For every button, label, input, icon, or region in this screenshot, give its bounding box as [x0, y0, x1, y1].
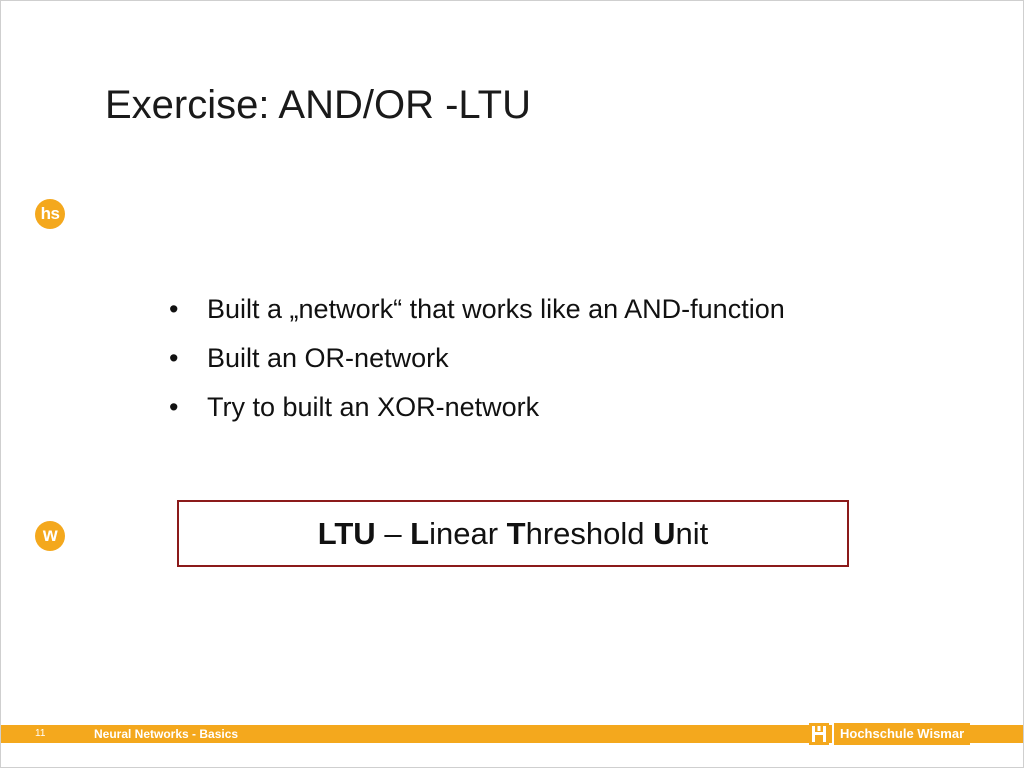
- unit-rest: nit: [675, 515, 709, 551]
- bullet-text: Built an OR-network: [207, 343, 449, 373]
- w-logo-icon: w: [35, 521, 65, 551]
- bullet-icon: •: [169, 294, 179, 324]
- bullet-icon: •: [169, 392, 179, 422]
- hs-logo-icon: hs: [35, 199, 65, 229]
- bullet-text: Try to built an XOR-network: [207, 392, 540, 422]
- ltu-dash: –: [375, 515, 411, 551]
- footer-bar: [1, 725, 1023, 743]
- hochschule-mark-icon: [809, 723, 829, 745]
- brand-name: Hochschule Wismar: [832, 723, 971, 745]
- list-item: • Built an OR-network: [169, 334, 785, 383]
- linear-initial: L: [410, 515, 430, 551]
- unit-initial: U: [653, 515, 676, 551]
- bullet-list: • Built a „network“ that works like an A…: [169, 285, 785, 432]
- ltu-definition-box: LTU – Linear Threshold Unit: [177, 500, 849, 567]
- bullet-text: Built a „network“ that works like an AND…: [207, 294, 785, 324]
- slide-title: Exercise: AND/OR -LTU: [105, 83, 531, 127]
- footer-course-title: Neural Networks - Basics: [94, 727, 239, 741]
- bullet-icon: •: [169, 343, 179, 373]
- page-number: 11: [35, 728, 46, 739]
- list-item: • Try to built an XOR-network: [169, 383, 785, 432]
- brand-logo: Hochschule Wismar: [809, 723, 971, 745]
- linear-rest: inear: [429, 515, 507, 551]
- threshold-rest: hreshold: [525, 515, 654, 551]
- threshold-initial: T: [506, 515, 526, 551]
- ltu-abbr: LTU: [317, 515, 376, 551]
- list-item: • Built a „network“ that works like an A…: [169, 285, 785, 334]
